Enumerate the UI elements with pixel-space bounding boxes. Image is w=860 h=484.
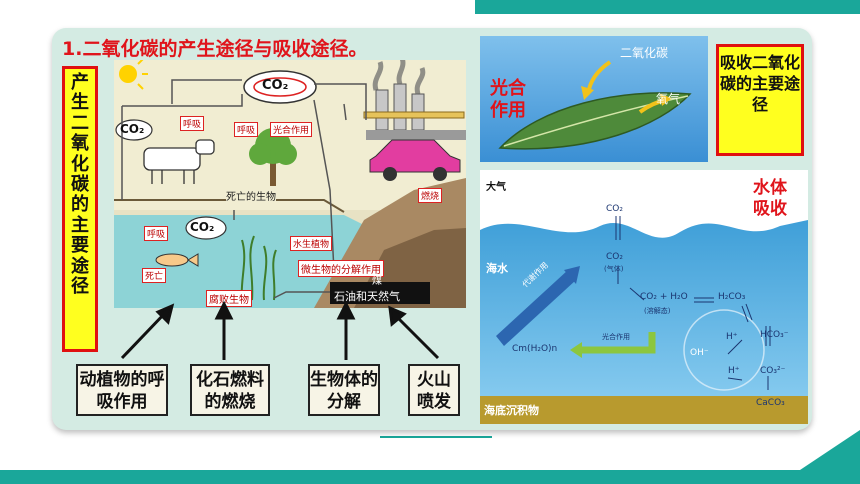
ocean-absorption-diagram: 大气 水体吸收 海水 海底沉积物 CO₂ CO₂ (气体) CO₂ + H₂O … [480, 170, 808, 424]
co2-h2o-reaction: CO₂ + H₂O [640, 292, 688, 302]
sediment-label: 海底沉积物 [484, 404, 539, 417]
corner-accent [800, 430, 860, 470]
gas-state-note: (气体) [604, 265, 624, 273]
co3-label: CO₃²⁻ [760, 366, 786, 376]
caco3-label: CaCO₃ [756, 398, 785, 408]
death-water-label: 死亡 [142, 268, 167, 283]
bottom-accent-bar [0, 470, 860, 484]
photosynthesis-label: 光合作用 [270, 122, 313, 137]
page-title: 1.二氧化碳的产生途径与吸收途径。 [62, 38, 368, 60]
leaf-co2-label: 二氧化碳 [620, 46, 669, 60]
decayed-organisms-label: 腐败生物 [206, 290, 252, 307]
respiration-label-2: 呼吸 [234, 122, 259, 137]
h-plus-label-2: H⁺ [728, 366, 740, 376]
respiration-water-label: 呼吸 [144, 226, 169, 241]
photosynthesis-illustration: 光合作用 二氧化碳 氧气 [480, 36, 708, 162]
absorption-pathways-label: 吸收二氧化碳的主要途径 [716, 44, 804, 156]
bottom-center-line [380, 436, 492, 438]
co2-gas: CO₂ [606, 252, 623, 262]
oil-gas-label: 石油和天然气 [334, 290, 400, 303]
top-accent-bar [475, 0, 860, 14]
label-respiration: 动植物的呼吸作用 [76, 364, 168, 416]
label-fossil-fuel: 化石燃料的燃烧 [190, 364, 270, 416]
hco3-label: HCO₃⁻ [760, 330, 789, 340]
leaf-photosynthesis-label: 光合作用 [490, 78, 526, 121]
combustion-label: 燃烧 [418, 188, 443, 203]
cycle-co2-water: CO₂ [190, 220, 215, 234]
production-pathways-label: 产生二氧化碳的主要途径 [62, 66, 98, 352]
label-decomposition: 生物体的分解 [308, 364, 380, 416]
h-plus-label-1: H⁺ [726, 332, 738, 342]
dead-organisms-label: 死亡的生物 [226, 188, 276, 203]
oh-minus-label: OH⁻ [690, 348, 709, 358]
cycle-co2-top: CO₂ [262, 78, 289, 93]
seawater-label: 海水 [486, 262, 508, 275]
respiration-label-1: 呼吸 [180, 116, 205, 131]
microbe-decomposition-label: 微生物的分解作用 [298, 260, 384, 277]
dissolved-state-note: (溶解态) [644, 307, 671, 315]
water-absorption-label: 水体吸收 [753, 178, 787, 219]
aquatic-plants-label: 水生植物 [290, 236, 333, 251]
leaf-o2-label: 氧气 [656, 92, 681, 106]
cycle-co2-left: CO₂ [120, 122, 145, 136]
atmosphere-label: 大气 [486, 182, 506, 193]
carbon-cycle-illustration: CO₂ CO₂ CO₂ 呼吸 呼吸 光合作用 死亡的生物 呼吸 死亡 水生植物 … [114, 60, 466, 308]
co2-air: CO₂ [606, 204, 623, 214]
ocean-photosynthesis-label: 光合作用 [602, 333, 630, 341]
h2co3-label: H₂CO₃ [718, 292, 746, 302]
pointer-arrows [120, 300, 440, 360]
organic-matter-label: Cm(H₂O)n [512, 344, 558, 354]
label-volcano: 火山喷发 [408, 364, 460, 416]
coal-label: 煤 [372, 276, 382, 287]
